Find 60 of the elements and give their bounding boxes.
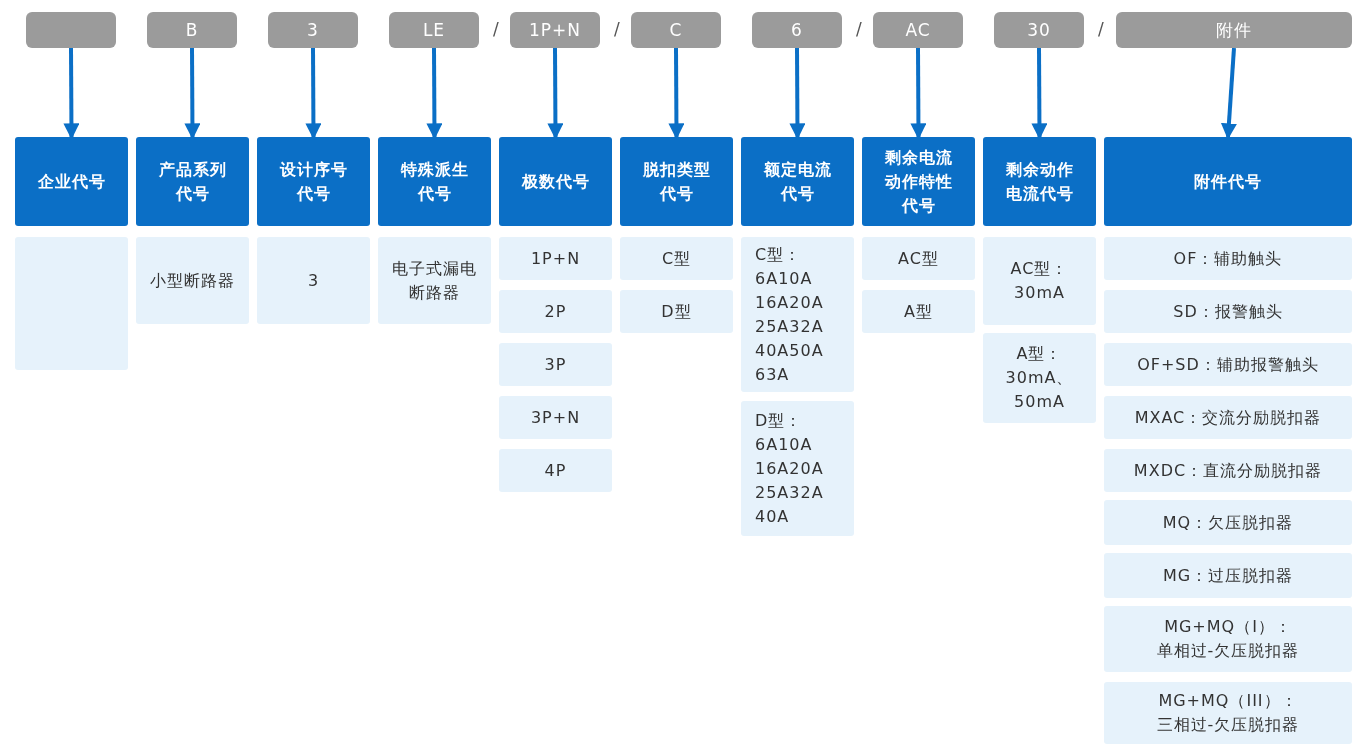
value-box: MG：过压脱扣器 xyxy=(1104,553,1352,598)
value-box: AC型：30mA xyxy=(983,237,1096,325)
value-box: 3 xyxy=(257,237,370,324)
arrow xyxy=(789,48,806,140)
header-box: 剩余动作电流代号 xyxy=(983,137,1096,226)
value-box: A型：30mA、50mA xyxy=(983,333,1096,423)
value-box: D型 xyxy=(620,290,733,333)
arrow xyxy=(910,48,927,140)
value-box xyxy=(15,237,128,370)
arrow xyxy=(63,48,80,140)
header-box: 产品系列代号 xyxy=(136,137,249,226)
header-box: 极数代号 xyxy=(499,137,612,226)
code-pill: 6 xyxy=(752,12,842,48)
separator-slash: / xyxy=(493,19,499,39)
value-box: OF+SD：辅助报警触头 xyxy=(1104,343,1352,386)
arrow xyxy=(668,48,685,140)
value-box: 电子式漏电断路器 xyxy=(378,237,491,324)
value-box: MG+MQ（III）：三相过-欠压脱扣器 xyxy=(1104,682,1352,744)
value-box: 小型断路器 xyxy=(136,237,249,324)
arrow xyxy=(547,48,564,140)
code-pill: 附件 xyxy=(1116,12,1352,48)
code-pill: 1P+N xyxy=(510,12,600,48)
header-box: 设计序号代号 xyxy=(257,137,370,226)
value-box: SD：报警触头 xyxy=(1104,290,1352,333)
arrow xyxy=(1031,48,1048,140)
code-pill: C xyxy=(631,12,721,48)
value-box: MG+MQ（I）：单相过-欠压脱扣器 xyxy=(1104,606,1352,672)
arrow xyxy=(426,48,443,140)
header-box: 企业代号 xyxy=(15,137,128,226)
code-pill: 3 xyxy=(268,12,358,48)
value-box: D型： 6A10A 16A20A 25A32A 40A xyxy=(741,401,854,536)
header-box: 剩余电流动作特性代号 xyxy=(862,137,975,226)
header-box: 脱扣类型代号 xyxy=(620,137,733,226)
value-box: C型 xyxy=(620,237,733,280)
value-box: MXDC：直流分励脱扣器 xyxy=(1104,449,1352,492)
value-box: 2P xyxy=(499,290,612,333)
header-box: 附件代号 xyxy=(1104,137,1352,226)
header-box: 额定电流代号 xyxy=(741,137,854,226)
code-pill: LE xyxy=(389,12,479,48)
value-box: A型 xyxy=(862,290,975,333)
value-box: AC型 xyxy=(862,237,975,280)
value-box: 3P xyxy=(499,343,612,386)
arrow xyxy=(184,48,201,140)
value-box: OF：辅助触头 xyxy=(1104,237,1352,280)
arrow xyxy=(1220,47,1237,140)
separator-slash: / xyxy=(856,19,862,39)
separator-slash: / xyxy=(614,19,620,39)
code-pill: 30 xyxy=(994,12,1084,48)
value-box: MXAC：交流分励脱扣器 xyxy=(1104,396,1352,439)
code-pill: B xyxy=(147,12,237,48)
code-pill xyxy=(26,12,116,48)
value-box: 4P xyxy=(499,449,612,492)
value-box: 3P+N xyxy=(499,396,612,439)
value-box: MQ：欠压脱扣器 xyxy=(1104,500,1352,545)
value-box: 1P+N xyxy=(499,237,612,280)
separator-slash: / xyxy=(1098,19,1104,39)
code-pill: AC xyxy=(873,12,963,48)
header-box: 特殊派生代号 xyxy=(378,137,491,226)
arrow xyxy=(305,48,322,140)
value-box: C型： 6A10A 16A20A 25A32A 40A50A 63A xyxy=(741,237,854,392)
